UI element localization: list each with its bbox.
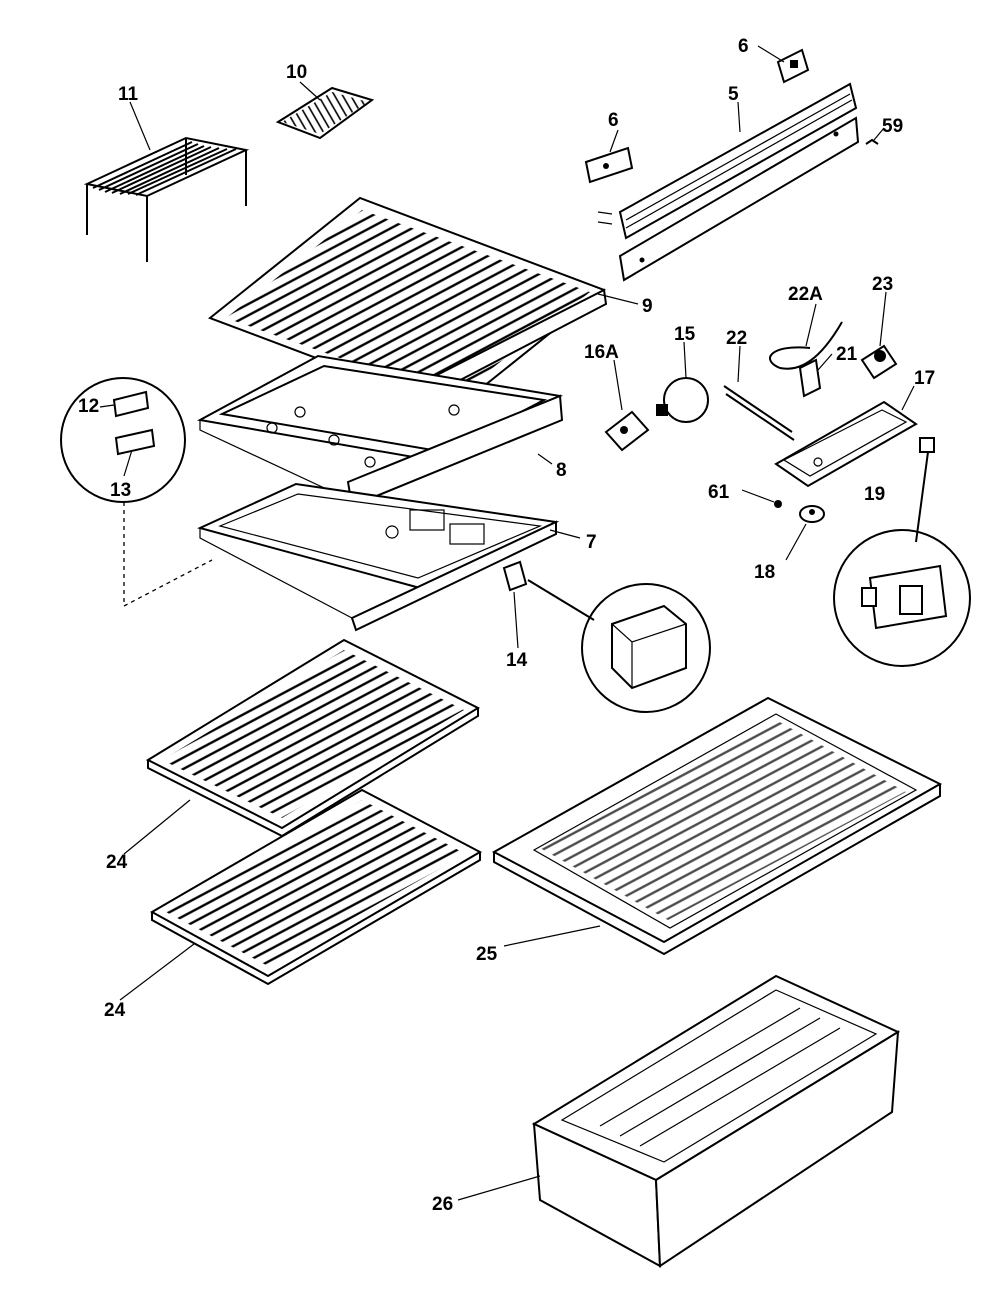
part-label: 13 (110, 480, 131, 501)
part-label: 18 (754, 562, 775, 583)
damper-part-14 (502, 560, 528, 592)
bracket-part-6-top (776, 48, 810, 84)
part-label: 16A (584, 342, 619, 363)
divider-housing-part-8 (196, 354, 564, 508)
part-label: 8 (556, 460, 567, 481)
part-label: 19 (864, 484, 885, 505)
part-label: 61 (708, 482, 730, 503)
rod-part-22 (723, 385, 795, 441)
part-label: 6 (608, 110, 619, 131)
knob-part-18 (799, 505, 825, 523)
part-label: 59 (882, 116, 903, 137)
crisper-cover-part-25 (491, 696, 943, 956)
part-label: 6 (738, 36, 749, 57)
wire-part-22a (769, 321, 843, 370)
part-label: 25 (476, 944, 498, 965)
screw-part-59 (865, 138, 879, 145)
part-label: 10 (286, 62, 307, 83)
control-housing-part-17 (774, 400, 918, 488)
lamp-socket-part-16a (604, 410, 650, 452)
crisper-drawer-part-26 (531, 974, 901, 1268)
trim-strip-part-5 (597, 82, 860, 282)
part-label: 7 (586, 532, 597, 553)
part-label: 21 (836, 344, 858, 365)
glass-shelf-part-24-upper (145, 638, 481, 838)
wire-shelf-part-11 (83, 136, 250, 262)
part-label: 5 (728, 84, 739, 105)
part-label: 11 (118, 84, 139, 105)
bracket-part-6-lower (584, 146, 634, 184)
part-label: 22A (788, 284, 823, 305)
leader-lines (99, 45, 915, 1201)
part-label: 9 (642, 296, 653, 317)
part-labels: 11 10 6 5 6 59 9 22A 23 16A 15 22 21 17 … (78, 36, 935, 1215)
grid-tray-part-10 (275, 86, 375, 140)
light-bulb-part-15 (656, 377, 709, 423)
part-label: 26 (432, 1194, 453, 1215)
detail-circle-part-14 (527, 579, 711, 713)
part-label: 22 (726, 328, 747, 349)
control-part-23 (860, 344, 898, 380)
detail-circle-part-12-13 (60, 377, 213, 608)
screw-part-61 (774, 500, 782, 508)
part-label: 14 (506, 650, 528, 671)
detail-circle-part-19 (833, 451, 971, 667)
knob-part-19 (919, 437, 935, 453)
part-label: 17 (914, 368, 935, 389)
part-label: 23 (872, 274, 893, 295)
lower-housing-part-7 (197, 482, 560, 632)
part-label: 15 (674, 324, 696, 345)
part-label: 24 (106, 852, 128, 873)
part-label: 12 (78, 396, 99, 417)
glass-shelf-part-24-lower (149, 788, 483, 986)
switch-part-21 (798, 358, 822, 398)
part-label: 24 (104, 1000, 126, 1021)
